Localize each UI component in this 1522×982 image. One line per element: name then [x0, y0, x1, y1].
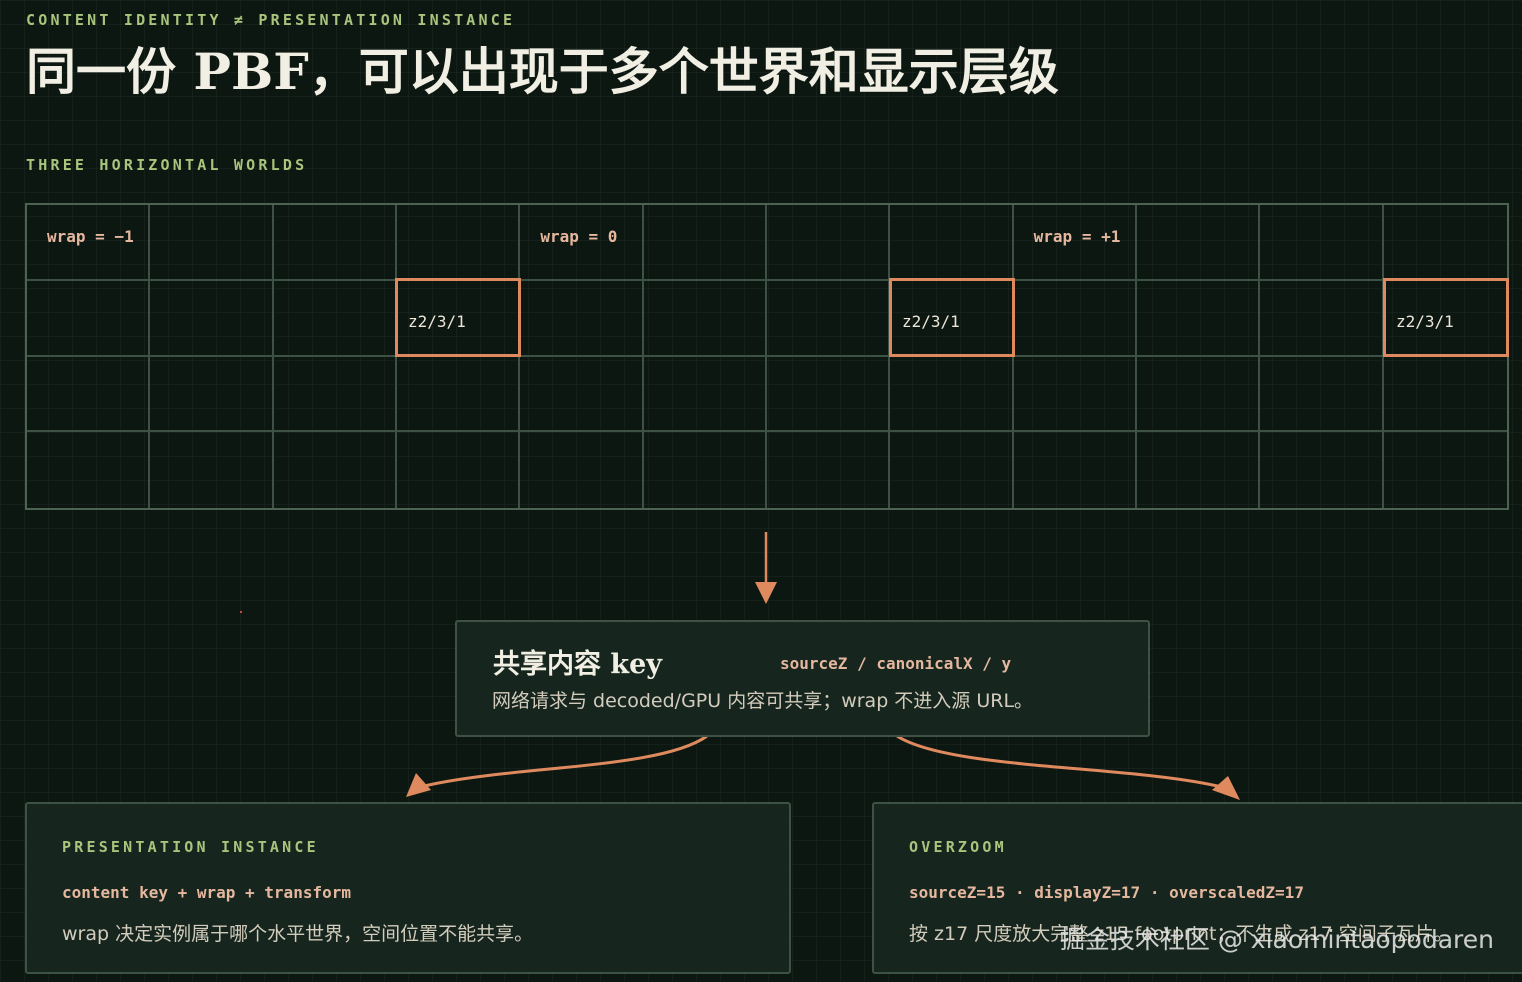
grid-cell — [1137, 432, 1261, 508]
grid-cell — [1014, 432, 1137, 508]
left-branch-head — [406, 773, 431, 797]
right-branch-head — [1212, 776, 1240, 800]
grid-cell: wrap = +1 — [1013, 205, 1137, 281]
grid-cell — [1260, 205, 1384, 281]
grid-cell — [27, 280, 151, 357]
grid-cell — [27, 432, 151, 508]
grid-cell — [644, 432, 767, 508]
wrap-label-minus-1: wrap = −1 — [47, 227, 134, 246]
grid-cell — [767, 205, 891, 281]
grid-cell — [150, 432, 274, 508]
grid-cell — [520, 356, 644, 433]
highlighted-tile-wrap-plus-1: z2/3/1 — [1383, 278, 1509, 357]
shared-key-desc: 网络请求与 decoded/GPU 内容可共享；wrap 不进入源 URL。 — [492, 690, 1034, 712]
grid-cell — [767, 432, 891, 508]
shared-key-code: sourceZ / canonicalX / y — [780, 654, 1012, 673]
wrap-label-0: wrap = 0 — [540, 227, 618, 246]
tile-label: z2/3/1 — [1396, 312, 1454, 331]
grid-cell — [890, 432, 1014, 508]
grid-cell — [150, 205, 274, 281]
grid-cell — [1137, 356, 1261, 433]
presentation-code: content key + wrap + transform — [62, 883, 351, 902]
right-branch-line — [896, 734, 1223, 789]
grid-cell — [520, 280, 644, 357]
grid-cell — [150, 280, 274, 357]
overzoom-eyebrow: OVERZOOM — [909, 838, 1007, 856]
grid-cell — [397, 432, 521, 508]
shared-key-card: 共享内容 key sourceZ / canonicalX / y 网络请求与 … — [455, 620, 1150, 737]
stray-dot — [240, 611, 242, 613]
highlighted-tile-wrap-minus-1: z2/3/1 — [395, 278, 521, 357]
shared-key-title: 共享内容 key — [493, 649, 662, 680]
grid-cell — [1013, 280, 1137, 357]
page-title: 同一份 PBF，可以出现于多个世界和显示层级 — [26, 42, 1059, 101]
grid-cell — [767, 356, 891, 433]
overzoom-code: sourceZ=15 · displayZ=17 · overscaledZ=1… — [909, 883, 1304, 902]
overzoom-desc: 按 z17 尺度放大完整 z15 footprint；不生成 z17 空间子瓦片… — [909, 923, 1453, 945]
section-label-worlds: THREE HORIZONTAL WORLDS — [26, 156, 308, 174]
grid-cell — [1137, 280, 1261, 357]
grid-cell — [150, 356, 274, 433]
grid-cell — [273, 356, 397, 433]
grid-cell — [1260, 280, 1384, 357]
grid-cell — [273, 205, 397, 281]
grid-cell — [1013, 356, 1137, 433]
tile-label: z2/3/1 — [408, 312, 466, 331]
grid-cell: wrap = 0 — [520, 205, 644, 281]
grid-cell — [27, 356, 151, 433]
watermark: 掘金技术社区 @ xiaomintaopodaren — [1059, 925, 1494, 954]
down-arrow-head — [755, 582, 777, 604]
grid-cell — [1260, 432, 1384, 508]
tile-label: z2/3/1 — [902, 312, 960, 331]
grid-cell — [274, 432, 397, 508]
grid-cell — [643, 280, 767, 357]
grid-cell — [643, 205, 767, 281]
left-branch-line — [419, 734, 708, 789]
grid-cell: wrap = −1 — [27, 205, 151, 281]
wrap-label-plus-1: wrap = +1 — [1033, 227, 1121, 246]
grid-cell — [643, 356, 767, 433]
overzoom-card: OVERZOOM sourceZ=15 · displayZ=17 · over… — [872, 802, 1522, 974]
presentation-instance-card: PRESENTATION INSTANCE content key + wrap… — [25, 802, 791, 974]
grid-cell — [1260, 356, 1384, 433]
grid-cell — [520, 432, 644, 508]
grid-cell — [397, 356, 521, 433]
presentation-eyebrow: PRESENTATION INSTANCE — [62, 838, 319, 856]
highlighted-tile-wrap-0: z2/3/1 — [889, 278, 1015, 357]
presentation-desc: wrap 决定实例属于哪个水平世界，空间位置不能共享。 — [62, 923, 534, 945]
grid-cell — [1137, 205, 1261, 281]
grid-cell — [890, 356, 1014, 433]
grid-cell — [1383, 357, 1507, 433]
eyebrow: CONTENT IDENTITY ≠ PRESENTATION INSTANCE — [26, 11, 516, 29]
